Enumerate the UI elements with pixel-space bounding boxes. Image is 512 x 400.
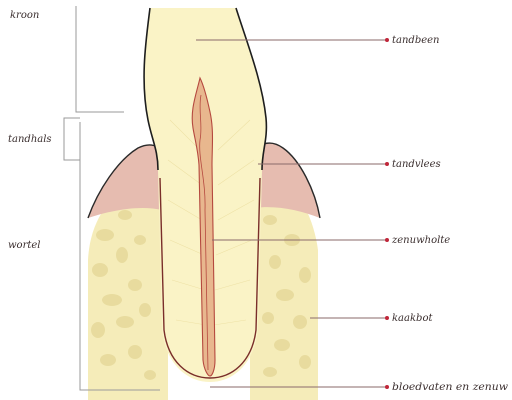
dot-dentin <box>385 38 389 42</box>
gum <box>88 145 162 218</box>
dot-bone <box>385 316 389 320</box>
label-root: wortel <box>8 240 41 251</box>
label-vessels: bloedvaten en zenuw <box>392 382 508 393</box>
neck-bracket <box>64 118 80 160</box>
dot-vessels <box>385 385 389 389</box>
label-pulp: zenuwholte <box>391 235 450 246</box>
label-crown: kroon <box>10 10 39 21</box>
gum <box>255 143 320 218</box>
label-bone: kaakbot <box>392 313 433 324</box>
label-dentin: tandbeen <box>392 35 440 46</box>
dot-gum <box>385 162 389 166</box>
leader-dots <box>385 38 389 389</box>
label-gum: tandvlees <box>392 159 441 170</box>
crown-bracket <box>76 6 124 112</box>
dot-pulp <box>385 238 389 242</box>
label-neck: tandhals <box>8 134 52 145</box>
